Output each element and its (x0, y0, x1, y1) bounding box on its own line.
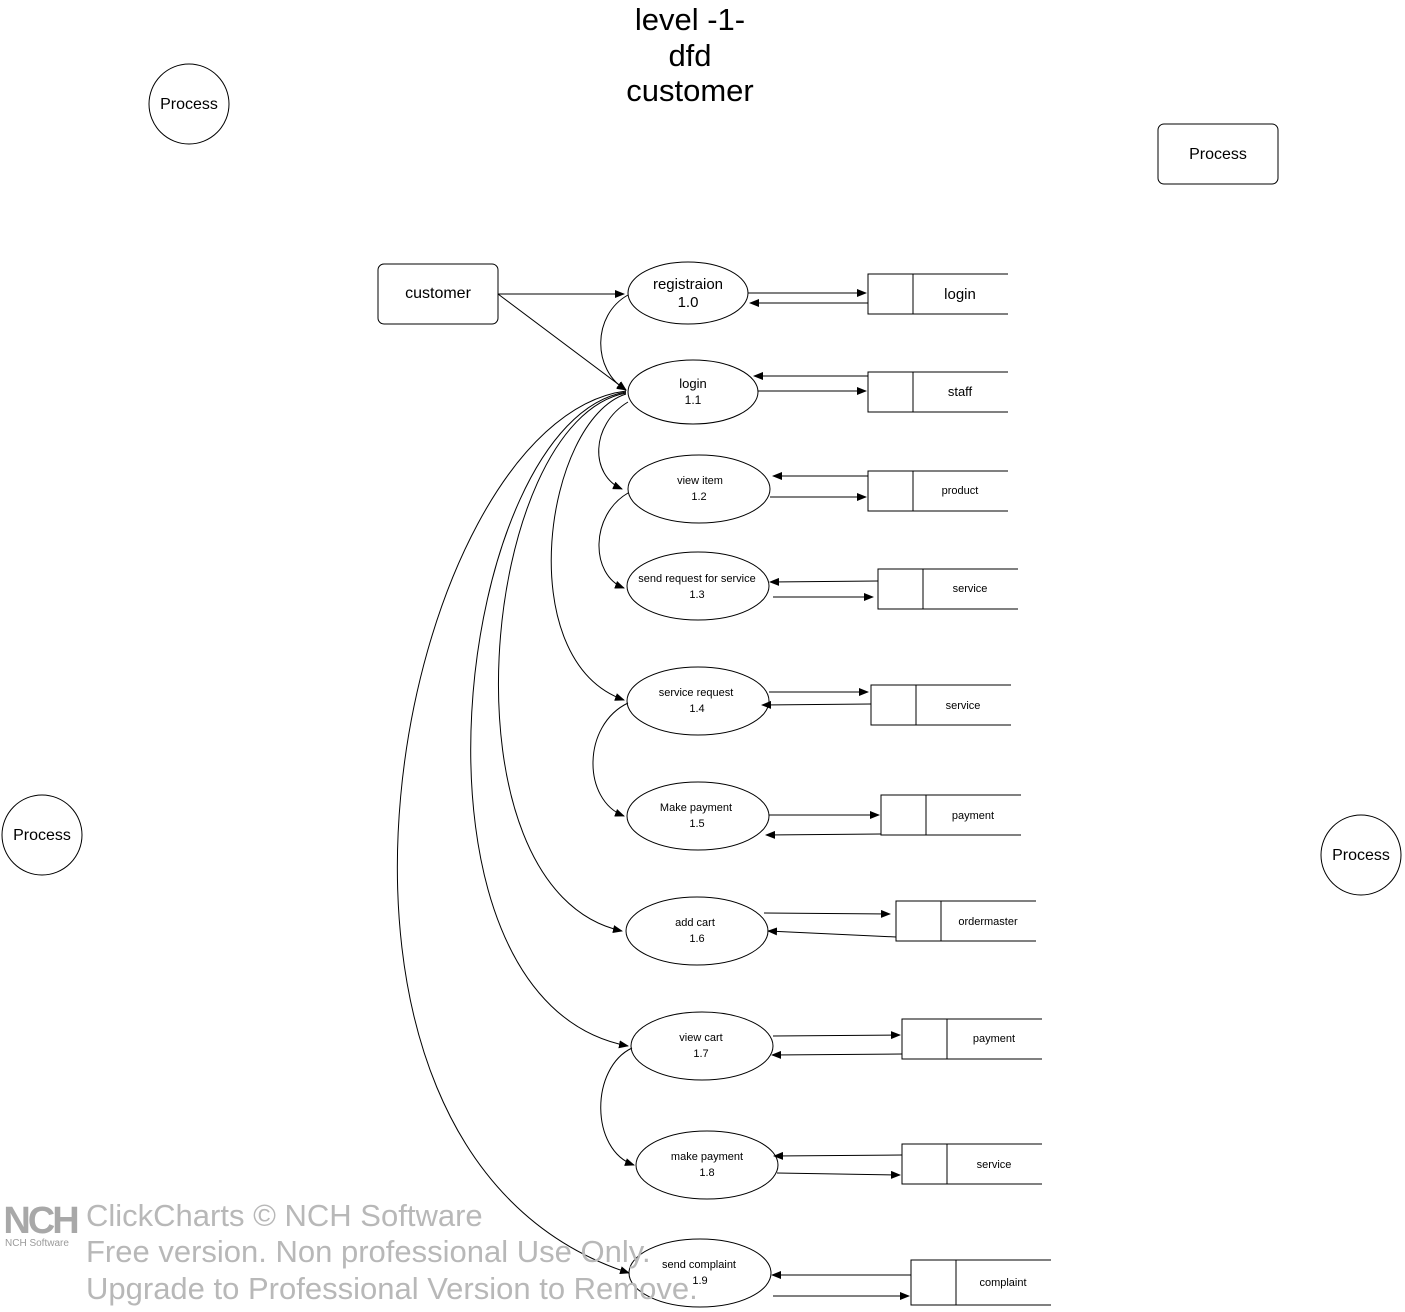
datastore-label: payment (952, 810, 994, 822)
flow-customer-login (497, 293, 627, 391)
process-label: Process (160, 96, 218, 113)
process-number: 1.1 (685, 393, 702, 407)
nch-logo-text: NCH (3, 1200, 77, 1242)
process-name: send request for service (638, 573, 755, 585)
flow-service-to-service-request (761, 700, 872, 709)
process-number: 1.8 (699, 1167, 714, 1179)
nch-logo-icon: NCH (3, 1200, 80, 1242)
process-circle-mid-right[interactable]: Process (1320, 814, 1402, 896)
watermark-line-3: Upgrade to Professional Version to Remov… (86, 1271, 698, 1306)
process-1-1[interactable]: login 1.1 (627, 359, 759, 425)
flow-view-cart-to-make-payment (600, 1047, 635, 1166)
process-1-6[interactable]: add cart 1.6 (625, 896, 769, 966)
flow-add-cart-to-ordermaster (763, 909, 891, 918)
process-number: 1.0 (678, 294, 699, 311)
process-1-2[interactable]: view item 1.2 (627, 454, 771, 524)
flow-login-to-service-request (550, 393, 627, 701)
process-number: 1.7 (693, 1048, 708, 1060)
flow-service-to-make-payment (773, 1151, 903, 1160)
process-label: Process (13, 827, 71, 844)
process-name: send complaint (662, 1259, 736, 1271)
watermark-line-1: ClickCharts © NCH Software (86, 1198, 483, 1233)
process-1-4[interactable]: service request 1.4 (626, 666, 770, 736)
process-number: 1.5 (689, 818, 704, 830)
datastore-label: service (946, 700, 981, 712)
process-circle-mid-left[interactable]: Process (1, 794, 83, 876)
diagram-title-line-1: level -1- (634, 2, 746, 37)
datastore-label: service (953, 583, 988, 595)
process-label: Process (1189, 146, 1247, 163)
datastore-complaint[interactable]: complaint (910, 1259, 1051, 1306)
datastore-payment-1[interactable]: payment (880, 794, 1021, 836)
datastore-staff[interactable]: staff (867, 371, 1008, 413)
datastore-ordermaster[interactable]: ordermaster (895, 900, 1036, 942)
process-name: login (679, 376, 706, 391)
datastore-payment-2[interactable]: payment (901, 1018, 1042, 1060)
flow-registration-to-login (600, 294, 629, 391)
customer-label: customer (405, 285, 471, 302)
process-number: 1.2 (691, 491, 706, 503)
flow-view-cart-to-payment (772, 1031, 901, 1040)
process-box-top-right[interactable]: Process (1157, 123, 1279, 185)
process-flows (396, 294, 635, 1275)
process-1-5[interactable]: Make payment 1.5 (626, 781, 770, 851)
datastore-login[interactable]: login (867, 273, 1008, 315)
flow-login-to-add-cart (498, 392, 627, 933)
diagram-title-line-2: dfd (668, 38, 712, 73)
flow-make-payment-to-service (776, 1170, 901, 1179)
process-name: view cart (679, 1032, 722, 1044)
datastore-label: ordermaster (958, 916, 1018, 928)
diagram-title-line-3: customer (626, 73, 754, 108)
flow-ordermaster-to-add-cart (767, 927, 897, 938)
customer-entity[interactable]: customer (377, 263, 499, 325)
flow-payment-to-view-cart (771, 1050, 903, 1059)
datastore-label: payment (973, 1033, 1015, 1045)
process-circle-top-left[interactable]: Process (148, 63, 230, 145)
flow-view-item-to-send-request (598, 492, 629, 589)
process-number: 1.4 (689, 703, 704, 715)
datastore-service-2[interactable]: service (870, 684, 1011, 726)
flow-login-to-send-complaint (396, 390, 630, 1275)
datastore-label: complaint (979, 1277, 1026, 1289)
datastore-label: staff (948, 384, 973, 399)
process-name: view item (677, 475, 723, 487)
store-flows (748, 289, 911, 1300)
process-1-8[interactable]: make payment 1.8 (635, 1130, 779, 1200)
datastore-service-3[interactable]: service (901, 1143, 1042, 1185)
datastore-product[interactable]: product (867, 470, 1008, 512)
process-number: 1.9 (692, 1275, 707, 1287)
process-1-3[interactable]: send request for service 1.3 (626, 551, 770, 621)
process-label: Process (1332, 847, 1390, 864)
process-name: service request (659, 687, 734, 699)
process-name: add cart (675, 917, 715, 929)
process-name: make payment (671, 1151, 743, 1163)
process-number: 1.3 (689, 589, 704, 601)
process-1-0[interactable]: registraion 1.0 (627, 261, 749, 325)
datastore-label: login (944, 286, 976, 303)
datastore-label: service (977, 1159, 1012, 1171)
process-name: registraion (653, 276, 723, 293)
process-number: 1.6 (689, 933, 704, 945)
flow-login-to-view-cart (470, 391, 629, 1049)
flow-service-to-send-request (769, 577, 879, 586)
process-name: Make payment (660, 802, 732, 814)
flow-login-to-view-item (598, 401, 629, 490)
datastore-label: product (942, 485, 979, 497)
nch-company-label: NCH Software (5, 1238, 69, 1249)
flow-payment-to-make-payment (765, 830, 882, 839)
flow-service-request-to-make-payment (592, 702, 629, 817)
datastore-service-1[interactable]: service (877, 568, 1018, 610)
process-1-7[interactable]: view cart 1.7 (630, 1011, 774, 1081)
watermark-line-2: Free version. Non professional Use Only. (86, 1234, 651, 1269)
